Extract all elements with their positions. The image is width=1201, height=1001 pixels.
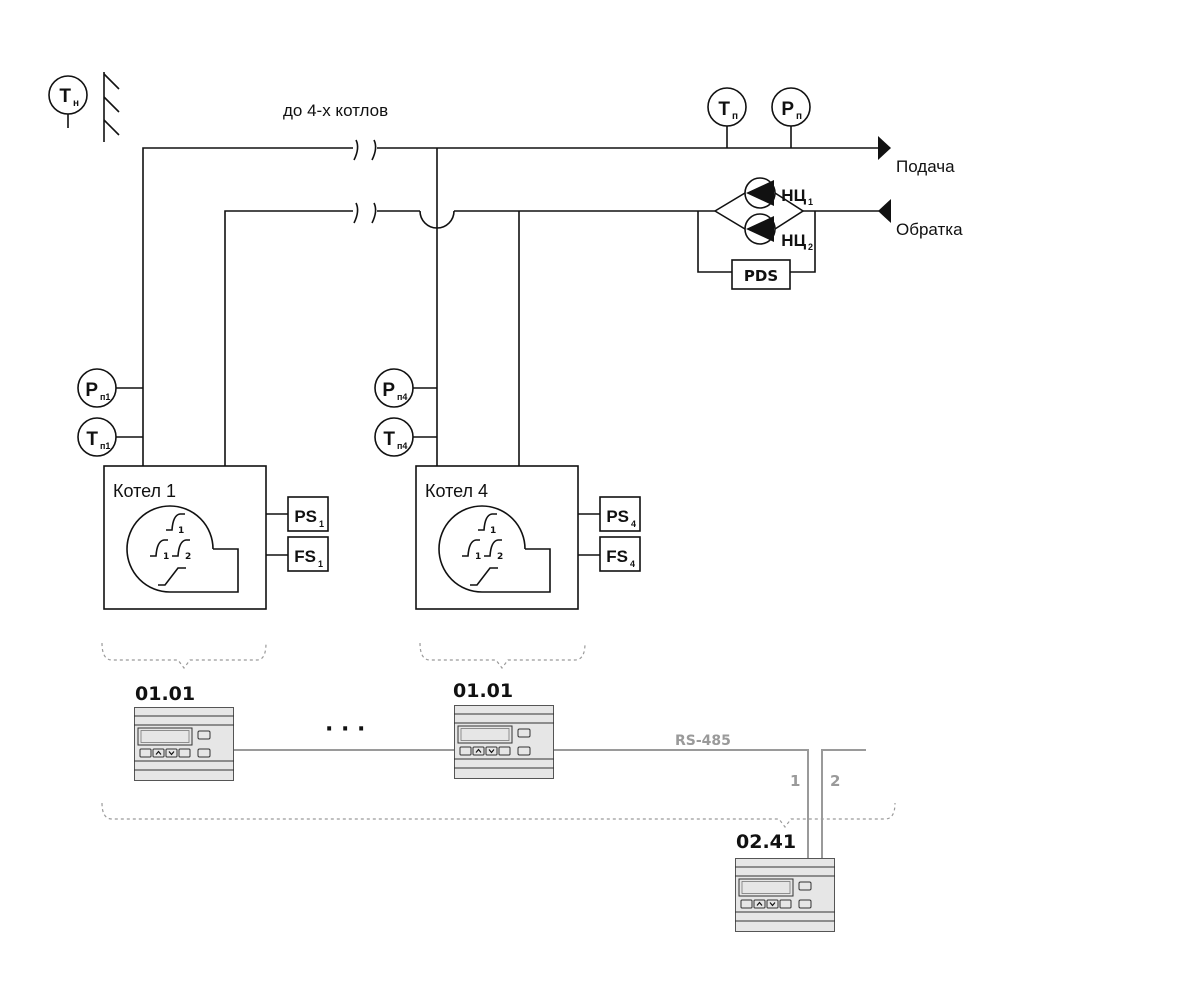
pds-box — [731, 259, 791, 290]
svg-text:1: 1 — [318, 559, 323, 569]
svg-text:2: 2 — [808, 242, 813, 252]
svg-text:T: T — [718, 99, 730, 120]
supply-pipe — [142, 136, 891, 466]
svg-text:PS: PS — [606, 507, 629, 526]
bus-label: RS-485 — [675, 733, 731, 749]
svg-text:п4: п4 — [397, 392, 407, 402]
return-pipe — [224, 199, 891, 466]
svg-text:P: P — [382, 380, 395, 401]
pump-2-icon — [744, 213, 776, 245]
svg-text:P: P — [85, 380, 98, 401]
outdoor-temp-sensor: T н — [48, 75, 88, 128]
boiler-count-label: до 4-х котлов — [283, 101, 388, 120]
svg-text:2: 2 — [497, 552, 503, 562]
stage-icon — [462, 539, 480, 557]
boiler-4: Котел 4 1 1 2 PS 4 FS 4 — [415, 465, 641, 610]
controller-1-label: 01.01 — [135, 683, 195, 705]
wire-1-label: 1 — [790, 772, 800, 790]
svg-text:1: 1 — [475, 552, 481, 562]
stage-icon — [166, 513, 185, 531]
boiler1-temp-sensor: T п1 — [77, 417, 143, 457]
svg-text:п4: п4 — [397, 441, 407, 451]
stage-icon — [478, 513, 497, 531]
supply-pressure-sensor: P п — [771, 87, 811, 148]
boiler4-pressure-sensor: P п4 — [374, 368, 437, 408]
svg-text:1: 1 — [178, 526, 184, 536]
stage-icon — [484, 539, 502, 557]
ellipsis: · · · — [325, 717, 365, 742]
supply-label: Подача — [896, 157, 955, 176]
master-controller-device — [735, 858, 835, 932]
boiler1-pressure-sensor: P п1 — [77, 368, 143, 408]
fs4-box — [599, 536, 641, 572]
pump-1-label: НЦ — [781, 186, 806, 205]
brace-boiler-1 — [101, 642, 267, 669]
pds-label: PDS — [744, 267, 778, 285]
boiler4-temp-sensor: T п4 — [374, 417, 437, 457]
wall-icon — [103, 72, 120, 142]
controller-1-device — [134, 707, 234, 781]
stage-icon — [150, 539, 168, 557]
svg-text:T: T — [59, 86, 71, 107]
modulation-icon — [158, 567, 186, 586]
svg-text:1: 1 — [319, 519, 324, 529]
circulation-pumps: НЦ 1 НЦ 2 PDS — [697, 177, 816, 290]
svg-text:п: п — [796, 111, 802, 122]
svg-text:4: 4 — [630, 559, 635, 569]
controller-4-device — [454, 705, 554, 779]
rs485-bus — [234, 749, 866, 860]
svg-text:1: 1 — [490, 526, 496, 536]
svg-text:4: 4 — [631, 519, 636, 529]
master-controller-label: 02.41 — [736, 831, 796, 853]
svg-text:1: 1 — [163, 552, 169, 562]
wire-2-label: 2 — [830, 772, 840, 790]
svg-text:2: 2 — [185, 552, 191, 562]
ps4-box — [599, 496, 641, 532]
svg-text:FS: FS — [606, 547, 628, 566]
boiler-1: Котел 1 1 1 2 PS 1 FS 1 — [103, 465, 329, 610]
svg-text:P: P — [781, 99, 794, 120]
svg-text:T: T — [86, 429, 98, 450]
svg-text:FS: FS — [294, 547, 316, 566]
return-arrow-icon — [878, 199, 891, 223]
fs1-box — [287, 536, 329, 572]
ps1-box — [287, 496, 329, 532]
svg-text:T: T — [383, 429, 395, 450]
brace-boiler-4 — [419, 642, 586, 669]
modulation-icon — [470, 567, 498, 586]
brace-system — [101, 802, 896, 828]
stage-icon — [172, 539, 190, 557]
svg-text:PS: PS — [294, 507, 317, 526]
svg-text:1: 1 — [808, 197, 813, 207]
svg-text:п: п — [732, 111, 738, 122]
svg-text:п1: п1 — [100, 392, 110, 402]
svg-text:п1: п1 — [100, 441, 110, 451]
boiler-1-title: Котел 1 — [113, 481, 176, 501]
supply-temp-sensor: T п — [707, 87, 747, 148]
burner-icon — [438, 505, 551, 593]
supply-arrow-icon — [878, 136, 891, 160]
pump-2-label: НЦ — [781, 231, 806, 250]
boiler-4-title: Котел 4 — [425, 481, 488, 501]
controller-4-label: 01.01 — [453, 680, 513, 702]
pump-1-icon — [744, 177, 776, 209]
svg-text:н: н — [73, 98, 79, 109]
return-label: Обратка — [896, 220, 963, 239]
burner-icon — [126, 505, 239, 593]
